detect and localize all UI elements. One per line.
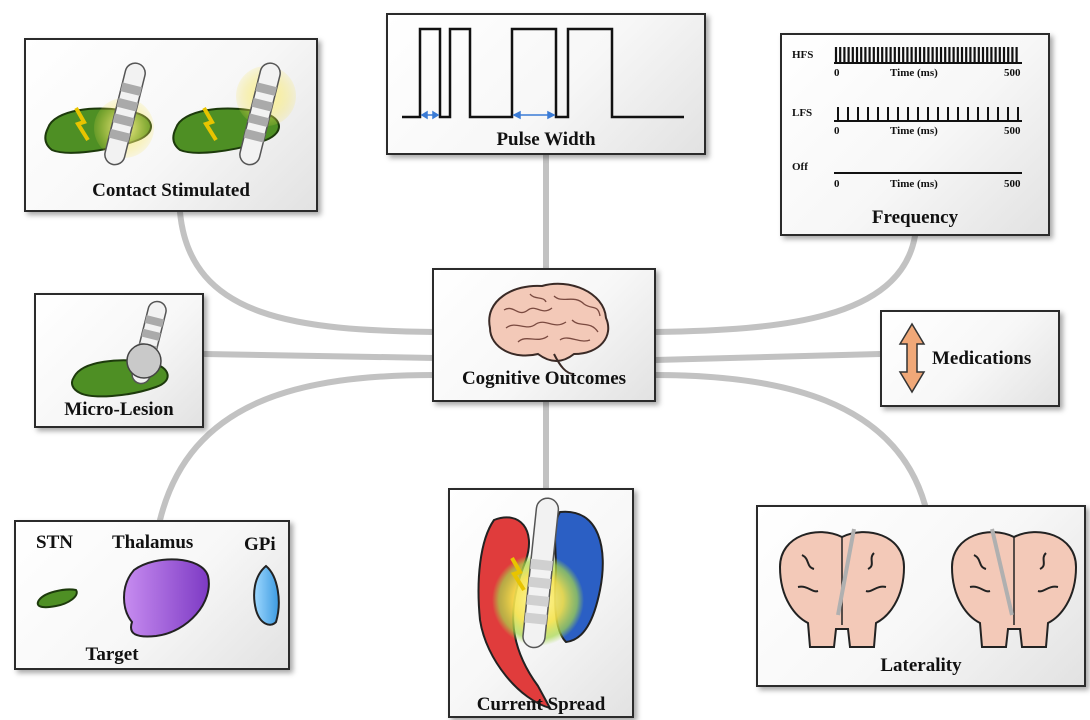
off-label: Off [792, 161, 808, 173]
hfs-start-tick: 0 [834, 67, 840, 79]
cognitive-outcomes-label: Cognitive Outcomes [461, 368, 627, 389]
micro-lesion-illustration [71, 300, 169, 398]
target-shapes [36, 558, 280, 638]
gpi-shape [253, 564, 280, 626]
stn-shape [36, 588, 78, 609]
off-end-tick: 500 [1004, 178, 1021, 190]
coronal-brain-left-icon [778, 528, 906, 648]
pulse-width-arrow-wide [512, 110, 556, 120]
target-label: Target [85, 644, 139, 665]
connector-contact-stimulated [177, 209, 438, 335]
laterality-brains [778, 528, 1078, 648]
pulse-width-box: Pulse Width [386, 13, 706, 155]
connector-frequency [652, 233, 918, 335]
frequency-box: HFS 0 Time (ms) 500 LFS 0 Time (ms) 500 … [780, 33, 1050, 236]
medications-box: Medications [880, 310, 1060, 407]
hfs-label: HFS [792, 49, 814, 61]
connector-laterality [652, 372, 928, 508]
target-box: STN Thalamus GPi Target [14, 520, 290, 670]
stn-label: STN [36, 532, 73, 553]
frequency-label: Frequency [871, 207, 959, 228]
off-axis-label: Time (ms) [890, 178, 938, 190]
contact-stimulated-illustration [44, 62, 296, 166]
coronal-brain-right-icon [950, 528, 1078, 648]
hfs-end-tick: 500 [1004, 67, 1021, 79]
off-start-tick: 0 [834, 178, 840, 190]
micro-lesion-label: Micro-Lesion [64, 399, 174, 420]
connector-micro-lesion [202, 351, 438, 361]
contact-stimulated-label: Contact Stimulated [92, 180, 250, 201]
current-spread-box: Current Spread [448, 488, 634, 718]
current-spread-illustration [477, 497, 604, 710]
stn-with-lead-left-icon [44, 62, 154, 166]
thalamus-shape [123, 558, 210, 638]
gpi-label: GPi [244, 534, 276, 555]
micro-lesion-box: Micro-Lesion [34, 293, 204, 428]
hfs-axis-label: Time (ms) [890, 67, 938, 79]
stn-with-lead-right-icon [172, 62, 296, 166]
connector-medications [652, 351, 883, 363]
lfs-axis-label: Time (ms) [890, 125, 938, 137]
lightning-icon [510, 557, 526, 592]
connector-target [157, 372, 438, 523]
lfs-start-tick: 0 [834, 125, 840, 137]
contact-stimulated-box: Contact Stimulated [24, 38, 318, 212]
current-spread-label: Current Spread [476, 694, 606, 715]
lfs-spikes [837, 107, 1019, 121]
lfs-end-tick: 500 [1004, 125, 1021, 137]
brain-icon [488, 282, 610, 375]
hfs-spikes [834, 47, 1018, 63]
pulse-width-arrow-narrow [420, 110, 440, 120]
frequency-waveforms [834, 47, 1022, 174]
thalamus-label: Thalamus [112, 532, 194, 553]
striatum-shape [477, 516, 552, 710]
pulse-width-label: Pulse Width [496, 129, 596, 150]
double-arrow-icon [898, 322, 926, 394]
cognitive-outcomes-box: Cognitive Outcomes [432, 268, 656, 402]
medications-label: Medications [932, 348, 1032, 369]
pulse-waveform-chart [402, 27, 684, 120]
lesion-sphere-icon [126, 343, 162, 379]
laterality-box: Laterality [756, 505, 1086, 687]
laterality-label: Laterality [880, 655, 962, 676]
lfs-label: LFS [792, 107, 813, 119]
